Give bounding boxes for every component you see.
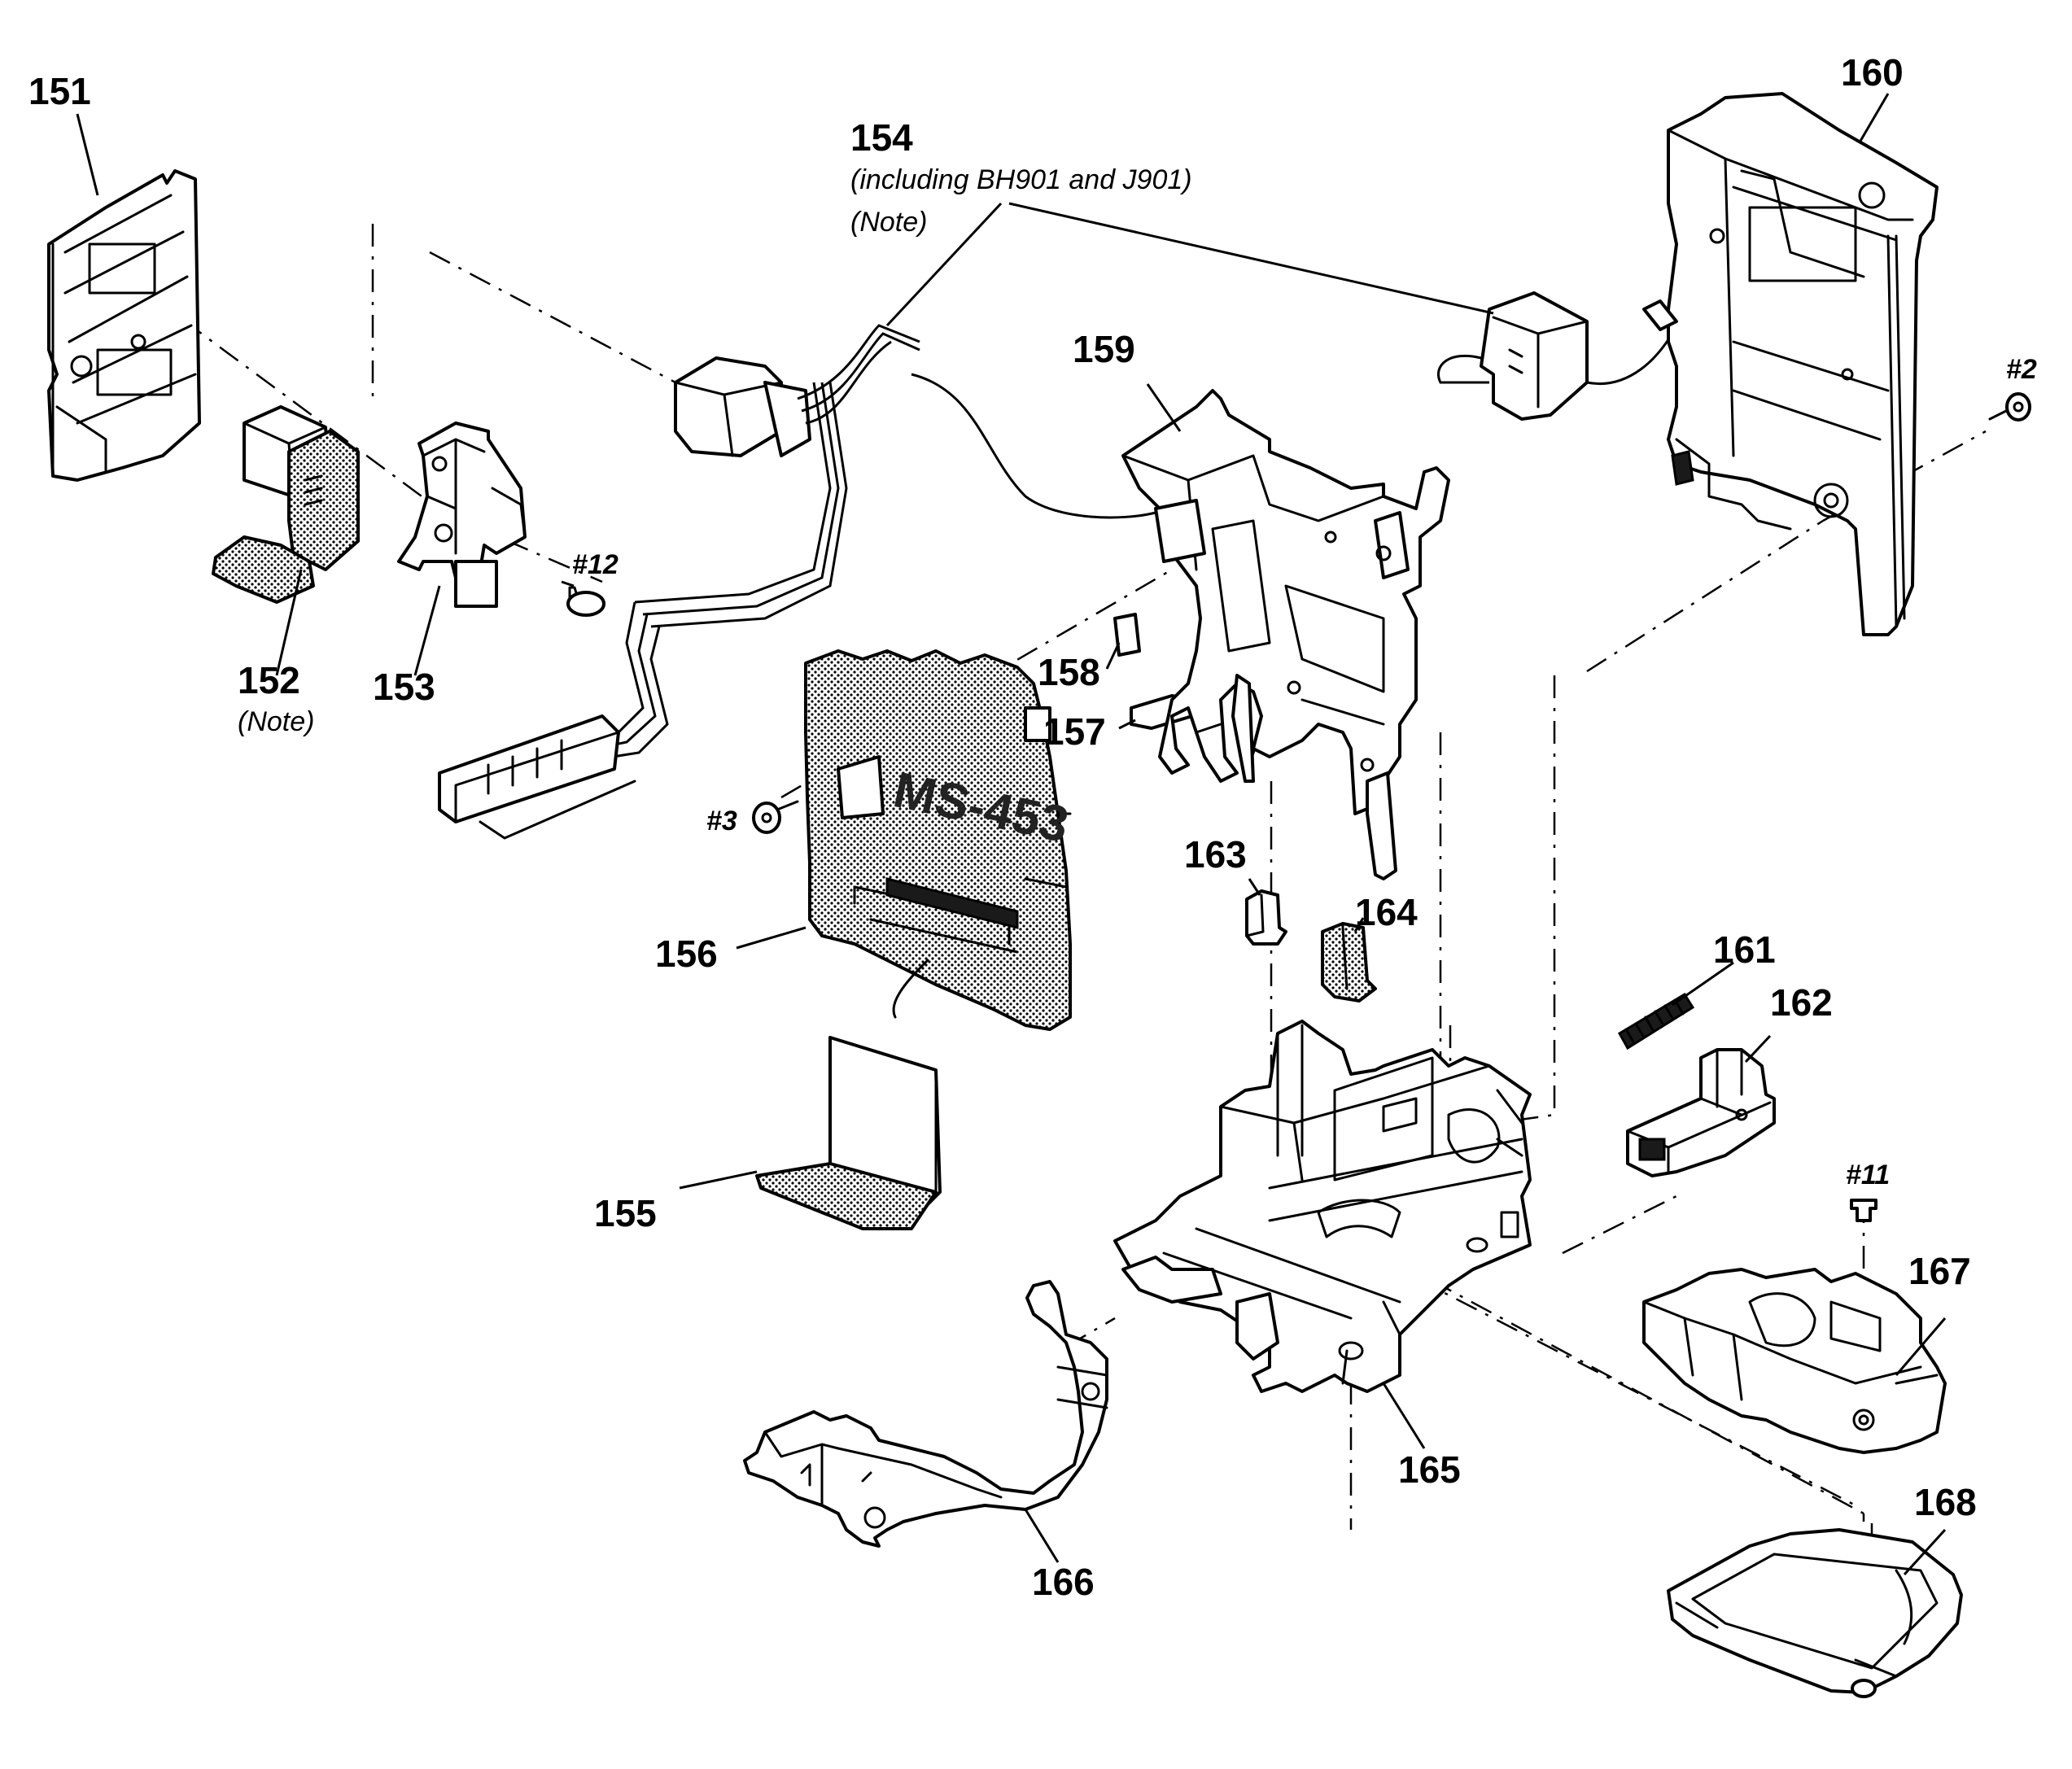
leader-lines [76, 93, 1947, 1576]
label-159: 159 [1073, 328, 1135, 370]
screw-11 [1850, 1199, 1877, 1222]
screw-3 [752, 800, 799, 834]
label-163: 163 [1184, 833, 1247, 876]
screw-2 [1988, 392, 2031, 422]
label-151: 151 [28, 70, 91, 112]
label-157: 157 [1043, 710, 1106, 753]
part-164-block [1321, 922, 1377, 1002]
part-159-chassis-bracket [1121, 389, 1450, 880]
part-162-slider [1626, 1048, 1776, 1177]
part-167-lower-cover [1642, 1268, 1947, 1454]
part-153-bracket [397, 422, 527, 608]
part-154-harness [438, 291, 1678, 840]
label-screw-3: #3 [706, 806, 737, 836]
label-167: 167 [1908, 1250, 1971, 1292]
part-158-pad [1113, 613, 1141, 657]
part-161-spring [1617, 992, 1695, 1050]
label-152: 152 [238, 659, 300, 701]
part-160-side-frame [1642, 92, 1939, 636]
part-165-main-chassis [1113, 1020, 1532, 1393]
part-156-ms453-board: MS-453 [804, 649, 1073, 1031]
part-151-side-frame [47, 169, 201, 482]
label-screw-11: #11 [1846, 1160, 1890, 1190]
label-screw-2: #2 [2006, 354, 2037, 385]
screw-12 [561, 580, 605, 617]
part-168-battery-lid [1667, 1528, 1963, 1698]
label-166: 166 [1032, 1561, 1095, 1603]
part-152-connector [212, 405, 360, 604]
label-158: 158 [1038, 651, 1100, 693]
part-labels: 151 152 (Note) 153 154 (including BH901 … [28, 51, 1977, 1603]
label-164: 164 [1355, 891, 1418, 933]
label-153: 153 [373, 666, 435, 708]
label-162: 162 [1770, 981, 1833, 1024]
label-168: 168 [1914, 1481, 1977, 1523]
label-screw-12: #12 [572, 549, 619, 580]
part-166-lower-bracket [743, 1280, 1108, 1548]
screw-labels: #2 #3 #11 #12 [572, 354, 2037, 1190]
part-163-block [1245, 889, 1287, 946]
label-161: 161 [1713, 928, 1776, 971]
note-154: (Note) [850, 207, 927, 238]
note-152: (Note) [238, 706, 314, 737]
label-154: 154 [850, 116, 913, 159]
label-165: 165 [1398, 1448, 1461, 1491]
label-155: 155 [594, 1192, 657, 1234]
part-155-sheet [755, 1036, 942, 1230]
label-160: 160 [1841, 51, 1904, 94]
note-154-including: (including BH901 and J901) [850, 164, 1192, 195]
label-156: 156 [655, 933, 718, 975]
